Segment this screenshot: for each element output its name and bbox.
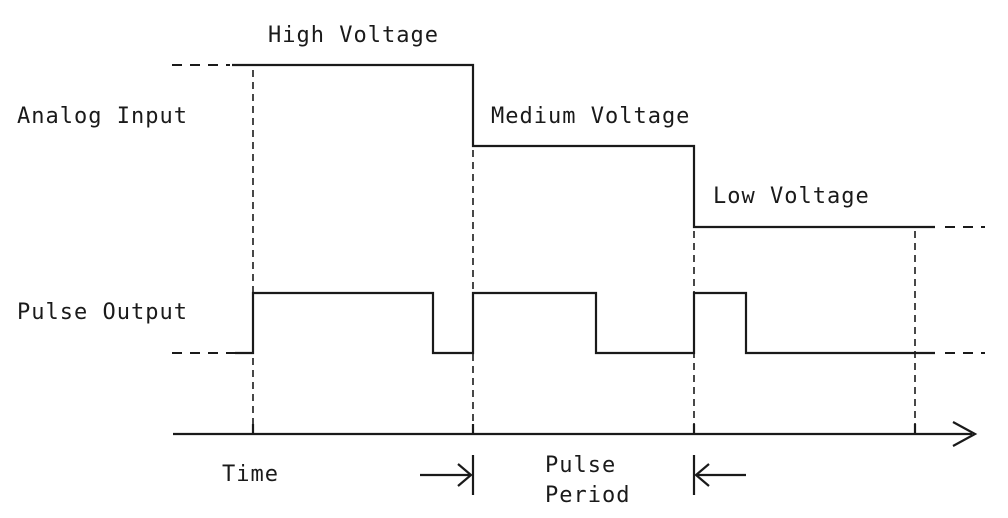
arrow-left-icon bbox=[694, 463, 710, 487]
time-axis-arrowhead-icon bbox=[952, 421, 978, 447]
medium-voltage-label: Medium Voltage bbox=[491, 104, 690, 129]
low-voltage-label: Low Voltage bbox=[713, 184, 870, 209]
pulse-period-label-line1: Pulse bbox=[545, 453, 616, 478]
analog-input-waveform bbox=[232, 63, 935, 229]
arrow-right-icon bbox=[457, 463, 473, 487]
analog-input-label: Analog Input bbox=[17, 104, 188, 129]
pulse-output-waveform bbox=[235, 291, 935, 355]
high-voltage-label: High Voltage bbox=[268, 23, 439, 48]
pulse-period-label-line2: Period bbox=[545, 483, 630, 508]
pulse-output-label: Pulse Output bbox=[17, 300, 188, 325]
time-label: Time bbox=[222, 462, 279, 487]
